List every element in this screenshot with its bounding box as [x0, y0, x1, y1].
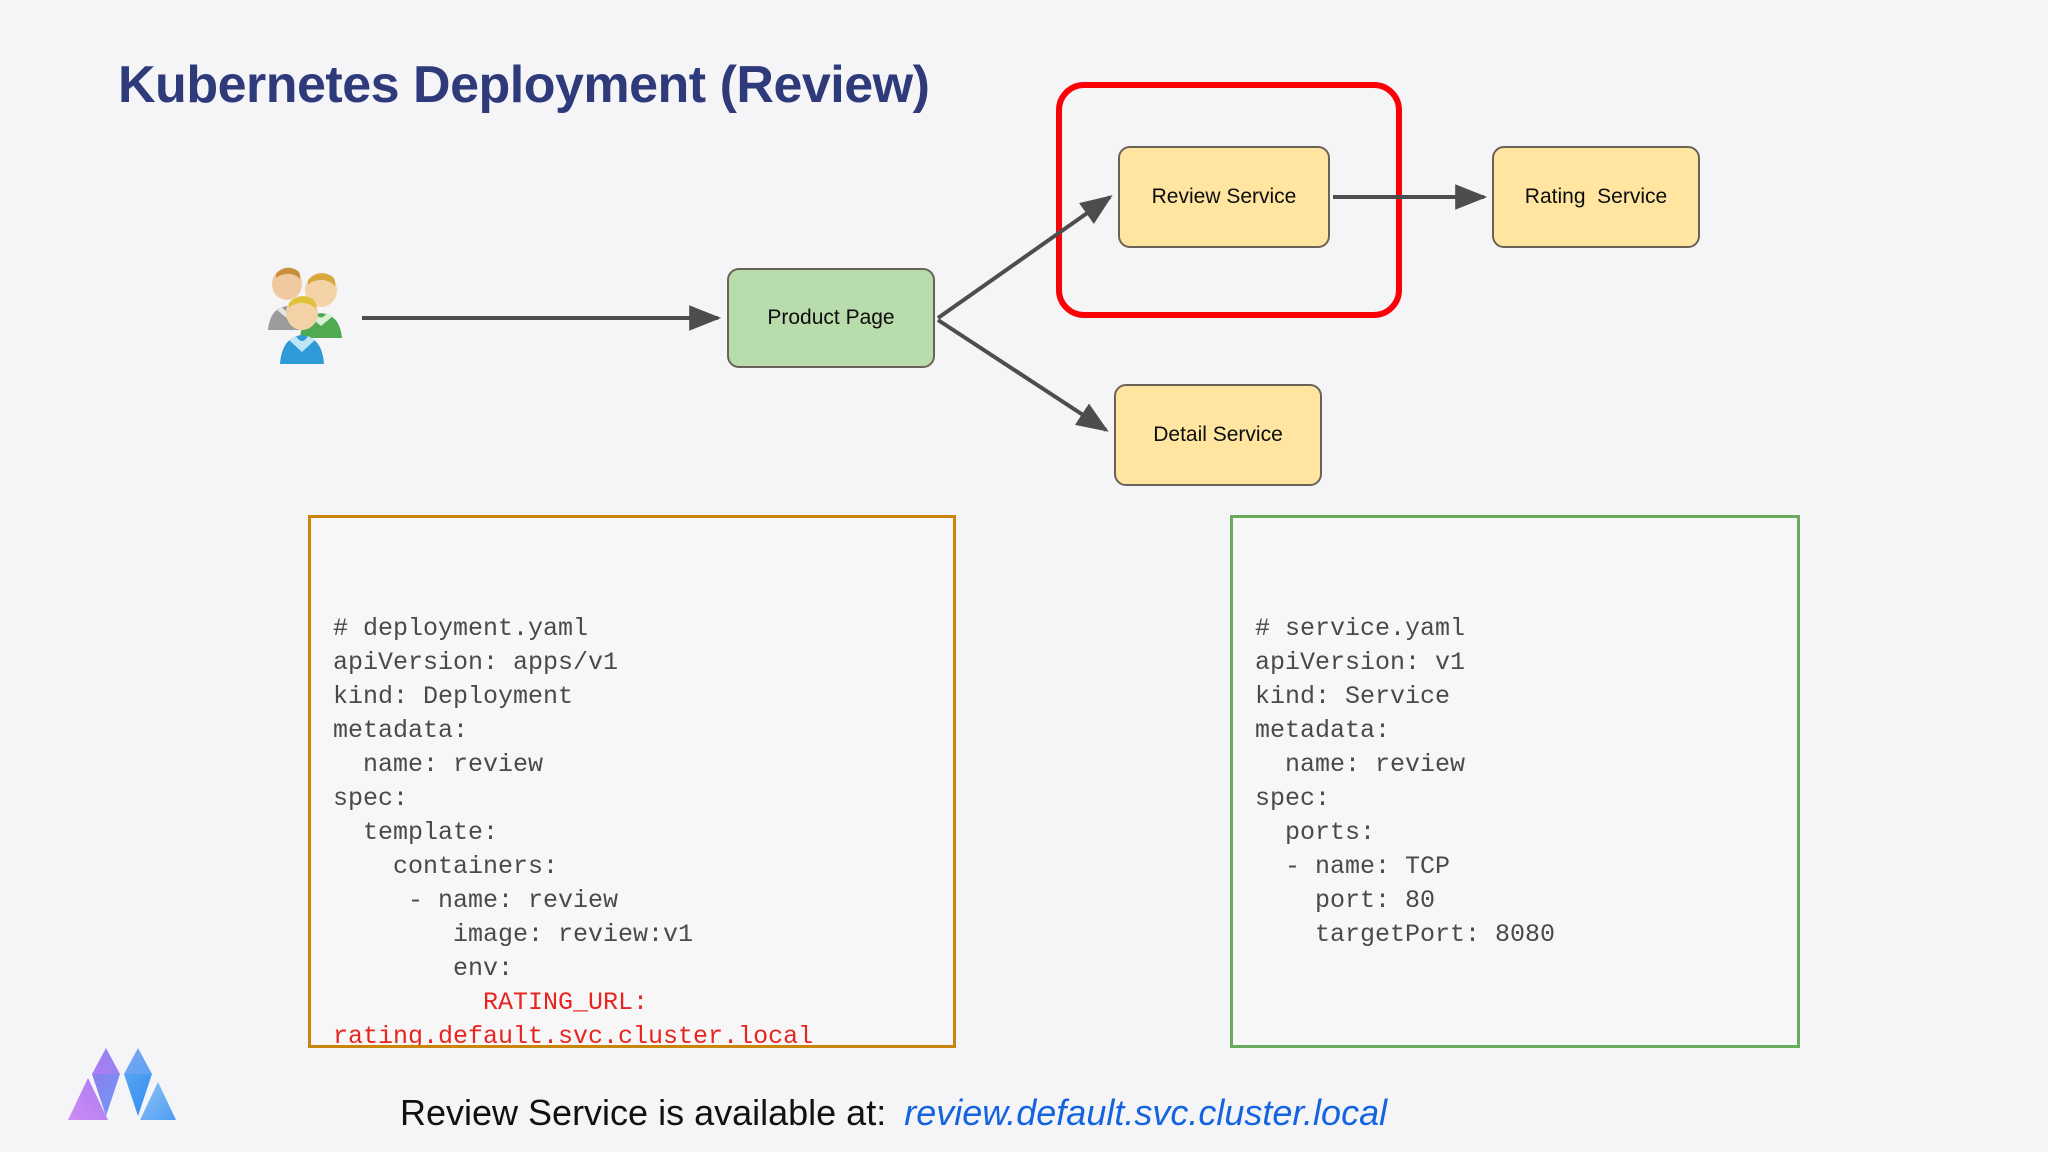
code-line: RATING_URL:: [333, 988, 649, 1017]
node-label: Detail Service: [1153, 423, 1283, 446]
code-line: spec:: [1255, 784, 1331, 813]
code-line: image: review:v1: [333, 920, 694, 949]
node-rating-service[interactable]: Rating Service: [1492, 146, 1700, 248]
code-line: apiVersion: v1: [1255, 648, 1466, 677]
code-line: kind: Deployment: [333, 682, 574, 711]
code-block-service: # service.yaml apiVersion: v1 kind: Servic…: [1230, 515, 1800, 1048]
caption-url: review.default.svc.cluster.local: [904, 1092, 1388, 1133]
code-line: name: review: [333, 750, 544, 779]
code-line: ports:: [1255, 818, 1376, 847]
code-line: port: 80: [1255, 886, 1436, 915]
node-review-service[interactable]: Review Service: [1118, 146, 1330, 248]
code-line: containers:: [333, 852, 559, 881]
code-line: rating.default.svc.cluster.local: [333, 1022, 814, 1048]
node-detail-service[interactable]: Detail Service: [1114, 384, 1322, 486]
code-line: env:: [333, 954, 514, 983]
caption-prefix: Review Service is available at:: [400, 1092, 887, 1133]
node-label: Product Page: [767, 306, 895, 329]
caption-review-service-address: Review Service is available at: review.de…: [400, 1092, 1387, 1134]
code-line: kind: Service: [1255, 682, 1451, 711]
code-line: template:: [333, 818, 499, 847]
code-line: metadata:: [333, 716, 469, 745]
code-line: - name: TCP: [1255, 852, 1451, 881]
code-line: - name: review: [333, 886, 619, 915]
code-line: # service.yaml: [1255, 614, 1466, 643]
page-title: Kubernetes Deployment (Review): [118, 56, 930, 114]
node-label: Rating Service: [1524, 185, 1668, 208]
code-line: # deployment.yaml: [333, 614, 589, 643]
code-line: name: review: [1255, 750, 1466, 779]
code-lines-service: # service.yaml apiVersion: v1 kind: Servic…: [1255, 612, 1797, 952]
code-line: targetPort: 8080: [1255, 920, 1556, 949]
code-line: apiVersion: apps/v1: [333, 648, 619, 677]
code-block-deployment: # deployment.yaml apiVersion: apps/v1 kind…: [308, 515, 956, 1048]
edge-product-page-to-detail-service: [936, 318, 1109, 432]
node-product-page[interactable]: Product Page: [727, 268, 935, 368]
brand-m-logo: [62, 1040, 182, 1126]
code-lines-deployment: # deployment.yaml apiVersion: apps/v1 kind…: [333, 612, 953, 1048]
node-label: Review Service: [1151, 185, 1297, 208]
users-group-icon: [258, 258, 358, 368]
code-line: spec:: [333, 784, 409, 813]
code-line: metadata:: [1255, 716, 1391, 745]
